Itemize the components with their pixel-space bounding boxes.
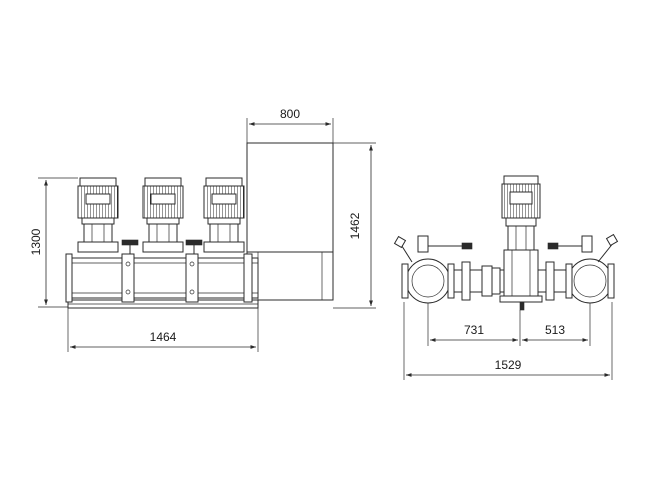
dim-front-width [67,308,259,352]
tank-lower-section [246,251,334,301]
dim-label-side-left: 731 [464,323,484,337]
dim-front-height [38,177,78,308]
pump-2 [142,177,184,253]
side-manifold-right [537,233,619,304]
side-pump [499,175,543,311]
dim-label-side-right: 513 [545,323,565,337]
manifold-pipe [65,253,259,303]
dim-label-front-height: 1300 [29,228,43,255]
front-view: 1300 1464 800 1462 [29,107,376,352]
side-view: 731 513 1529 [393,175,619,380]
dim-label-front-width: 1464 [150,330,177,344]
tank-outline [246,142,334,301]
dim-label-tank-width: 800 [280,107,300,121]
dim-side-partials [427,303,591,346]
dim-label-side-total: 1529 [495,358,522,372]
side-manifold-left [393,235,473,304]
dim-side-total [403,302,613,380]
pump-3 [203,177,245,253]
side-connector [453,261,505,301]
dim-tank-height [333,142,376,309]
pump-1 [77,177,119,253]
dim-label-tank-height: 1462 [348,212,362,239]
dim-tank-width [246,118,334,143]
